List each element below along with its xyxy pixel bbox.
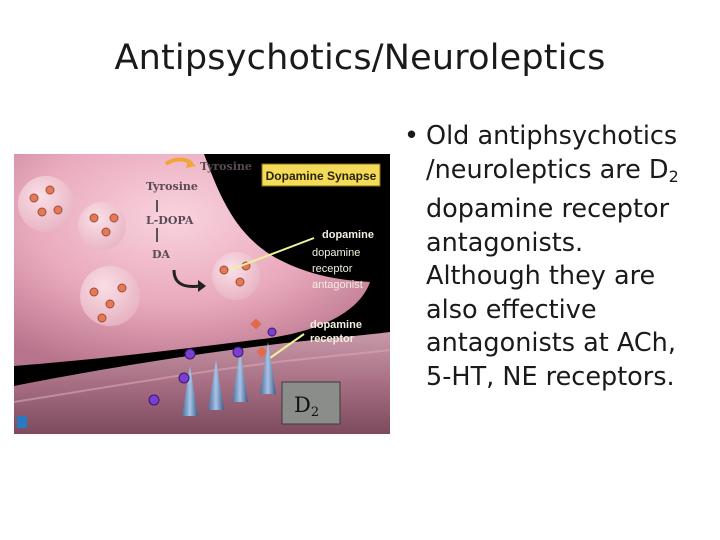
receptor-pointer [269,333,305,359]
dopamine-receptors [182,342,276,416]
bullet-line-8: 5-HT, NE receptors. [426,361,675,392]
antagonist-molecules [250,318,268,358]
bullet-line-3: dopamine receptor [426,194,670,224]
bullet-line-6: also effective [426,294,597,325]
bullet-line-2-text: /neuroleptics are D [426,154,669,185]
bullet-text: • Old antiphsychotics /neuroleptics are … [396,120,706,394]
bullet-line-7: antagonists at ACh, [426,328,676,358]
tyrosine-arrow-label: Tyrosine [200,160,252,173]
slide-title: Antipsychotics/Neuroleptics [114,38,606,78]
bullet-line-1: Old antiphsychotics [426,121,678,151]
antagonist-label-line3: antagonist [312,279,363,291]
bullet-line-4: antagonists. [426,227,584,258]
dopamine-pointer [229,237,315,271]
banner-title: Dopamine Synapse [266,169,377,183]
banner-box [261,163,381,187]
pathway-ldopa: L-DOPA [146,214,194,227]
bullet-line-5: Although they are [426,261,656,291]
bullet-line-2: /neuroleptics are D2 [396,154,706,194]
dopamine-molecules [29,185,251,323]
bullet-line-2-subscript: 2 [668,166,679,186]
antagonist-label-line2: receptor [312,263,353,275]
dopamine-synapse-figure: Tyrosine Tyrosine L-DOPA DA Dopamine Syn… [14,154,390,434]
receptor-label-line2: receptor [310,333,355,345]
pathway-da: DA [152,248,171,261]
receptor-label-line1: dopamine [310,319,362,331]
dopamine-label: dopamine [322,229,374,241]
receptor-ligands [148,327,277,406]
pathway-tyrosine: Tyrosine [146,180,198,193]
d2-label: D2 [294,393,319,420]
bullet-marker: • [404,121,420,151]
corner-icon [17,416,27,428]
antagonist-label-line1: dopamine [312,247,360,259]
release-arrow [172,269,201,288]
synapse-illustration: Tyrosine Tyrosine L-DOPA DA Dopamine Syn… [14,154,390,434]
d2-box [281,381,341,425]
